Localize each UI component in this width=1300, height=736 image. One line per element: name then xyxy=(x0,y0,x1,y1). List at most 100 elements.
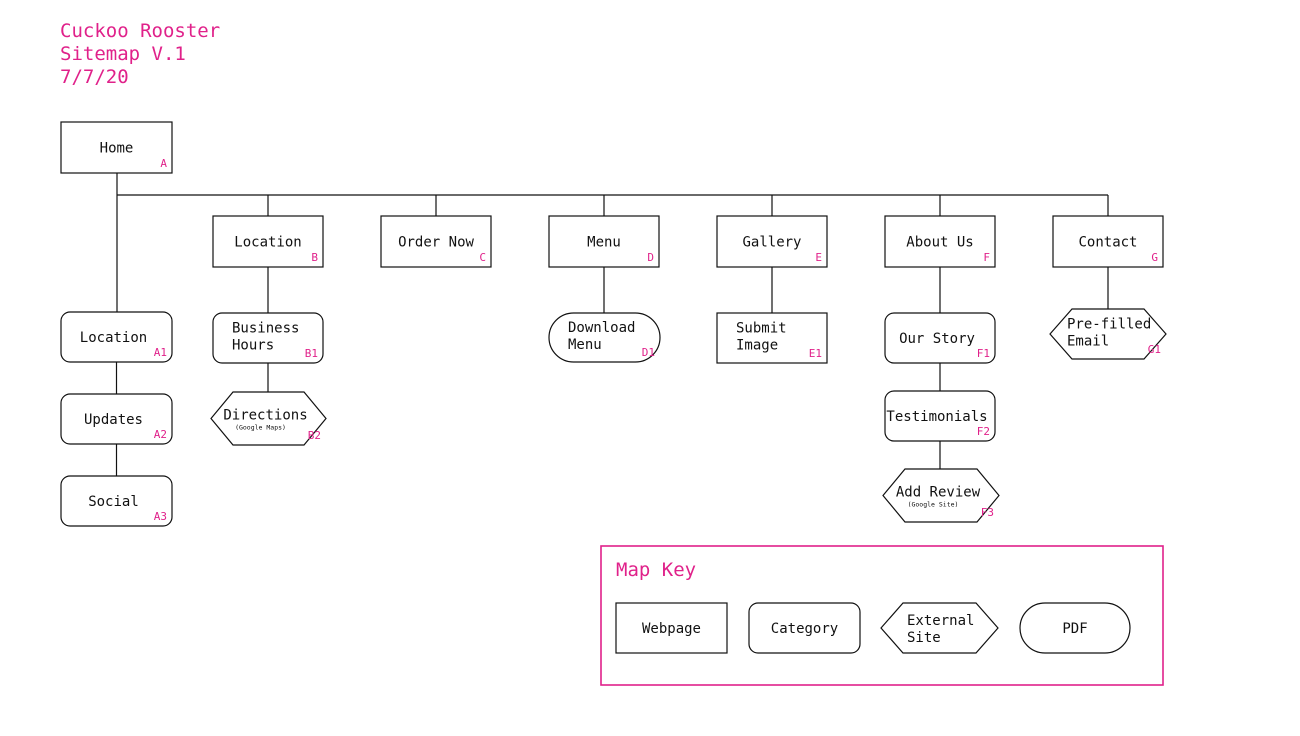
node-testimonials-code: F2 xyxy=(977,425,990,438)
node-social-code: A3 xyxy=(154,510,167,523)
map-key-item-pdf: PDF xyxy=(1019,602,1131,654)
node-directions-code: B2 xyxy=(308,429,321,442)
node-gallery-label: Gallery xyxy=(742,235,801,251)
node-order-now-label: Order Now xyxy=(398,235,474,251)
node-prefilled-email-label: Email xyxy=(1067,334,1109,350)
node-home-label: Home xyxy=(100,141,134,157)
map-key-category-label: Category xyxy=(771,621,838,637)
diagram-subtitle: Sitemap V.1 xyxy=(60,43,186,65)
map-key-frame xyxy=(600,545,1164,686)
map-key-webpage-shape xyxy=(615,602,728,654)
node-business-hours-label: Hours xyxy=(232,338,274,354)
node-add-review-code: F3 xyxy=(981,506,994,519)
diagram-header: Cuckoo Rooster Sitemap V.1 7/7/20 xyxy=(60,20,220,88)
map-key-item-webpage: Webpage xyxy=(615,602,728,654)
node-order-now-code: C xyxy=(479,251,486,264)
node-about-us-label: About Us xyxy=(906,235,973,251)
node-add-review: Add Review(Google Site)F3 xyxy=(882,468,1000,523)
node-download-menu-label: Menu xyxy=(568,337,602,353)
node-contact-code: G xyxy=(1151,251,1158,264)
node-social-label: Social xyxy=(88,494,139,510)
map-key-item-category: Category xyxy=(748,602,861,654)
map-key-external-shape xyxy=(880,602,999,654)
node-add-review-label: Add Review xyxy=(896,485,981,501)
node-location-a1-label: Location xyxy=(80,330,147,346)
node-menu-shape xyxy=(548,215,660,268)
node-submit-image-shape xyxy=(716,312,828,364)
node-home-shape xyxy=(60,121,173,174)
node-business-hours-label: Business xyxy=(232,321,299,337)
node-our-story-code: F1 xyxy=(977,347,990,360)
connector-group xyxy=(115,173,1109,476)
map-key-webpage-label: Webpage xyxy=(642,621,701,637)
node-submit-image-label: Submit xyxy=(736,321,787,337)
node-prefilled-email-label: Pre-filled xyxy=(1067,317,1151,333)
node-updates-label: Updates xyxy=(84,412,143,428)
node-our-story-label: Our Story xyxy=(899,331,975,347)
node-our-story-shape xyxy=(884,312,996,364)
node-directions: Directions(Google Maps) B2 xyxy=(210,391,327,446)
diagram-title: Cuckoo Rooster xyxy=(60,20,220,42)
map-key-title: Map Key xyxy=(616,559,696,581)
node-gallery-shape xyxy=(716,215,828,268)
node-directions-sublabel: (Google Maps) xyxy=(235,424,286,432)
node-home-code: A xyxy=(160,157,167,170)
node-directions-shape xyxy=(210,391,327,446)
node-prefilled-email-code: G1 xyxy=(1148,343,1161,356)
node-download-menu-label: Download xyxy=(568,320,635,336)
node-location-b-label: Location xyxy=(234,235,301,251)
node-testimonials-label: Testimonials xyxy=(886,409,987,425)
node-about-us-shape xyxy=(884,215,996,268)
node-add-review-shape xyxy=(882,468,1000,523)
node-menu-label: Menu xyxy=(587,235,621,251)
map-key-external-label: External xyxy=(907,613,974,629)
node-business-hours-shape xyxy=(212,312,324,364)
node-location-a1-code: A1 xyxy=(154,346,167,359)
map-key-category-shape xyxy=(748,602,861,654)
node-testimonials-shape xyxy=(884,390,996,442)
node-download-menu-code: D1 xyxy=(642,346,655,359)
node-about-us: About UsF xyxy=(884,215,996,268)
node-updates-shape xyxy=(60,393,173,445)
map-key-external-label: Site xyxy=(907,630,941,646)
map-key-pdf-shape xyxy=(1019,602,1131,654)
node-download-menu-shape xyxy=(548,312,661,363)
node-location-a1-shape xyxy=(60,311,173,363)
diagram-date: 7/7/20 xyxy=(60,66,129,88)
node-gallery-code: E xyxy=(815,251,822,264)
map-key-pdf-label: PDF xyxy=(1062,621,1087,637)
node-business-hours-code: B1 xyxy=(305,347,318,360)
node-social-shape xyxy=(60,475,173,527)
node-contact-label: Contact xyxy=(1078,235,1137,251)
node-directions-label: Directions xyxy=(223,408,307,424)
node-prefilled-email-shape xyxy=(1049,308,1167,360)
node-submit-image-code: E1 xyxy=(809,347,822,360)
node-menu-code: D xyxy=(647,251,654,264)
node-updates-code: A2 xyxy=(154,428,167,441)
node-contact-shape xyxy=(1052,215,1164,268)
node-order-now-shape xyxy=(380,215,492,268)
node-location-b-code: B xyxy=(311,251,318,264)
node-submit-image-label: Image xyxy=(736,338,778,354)
node-location-b-shape xyxy=(212,215,324,268)
